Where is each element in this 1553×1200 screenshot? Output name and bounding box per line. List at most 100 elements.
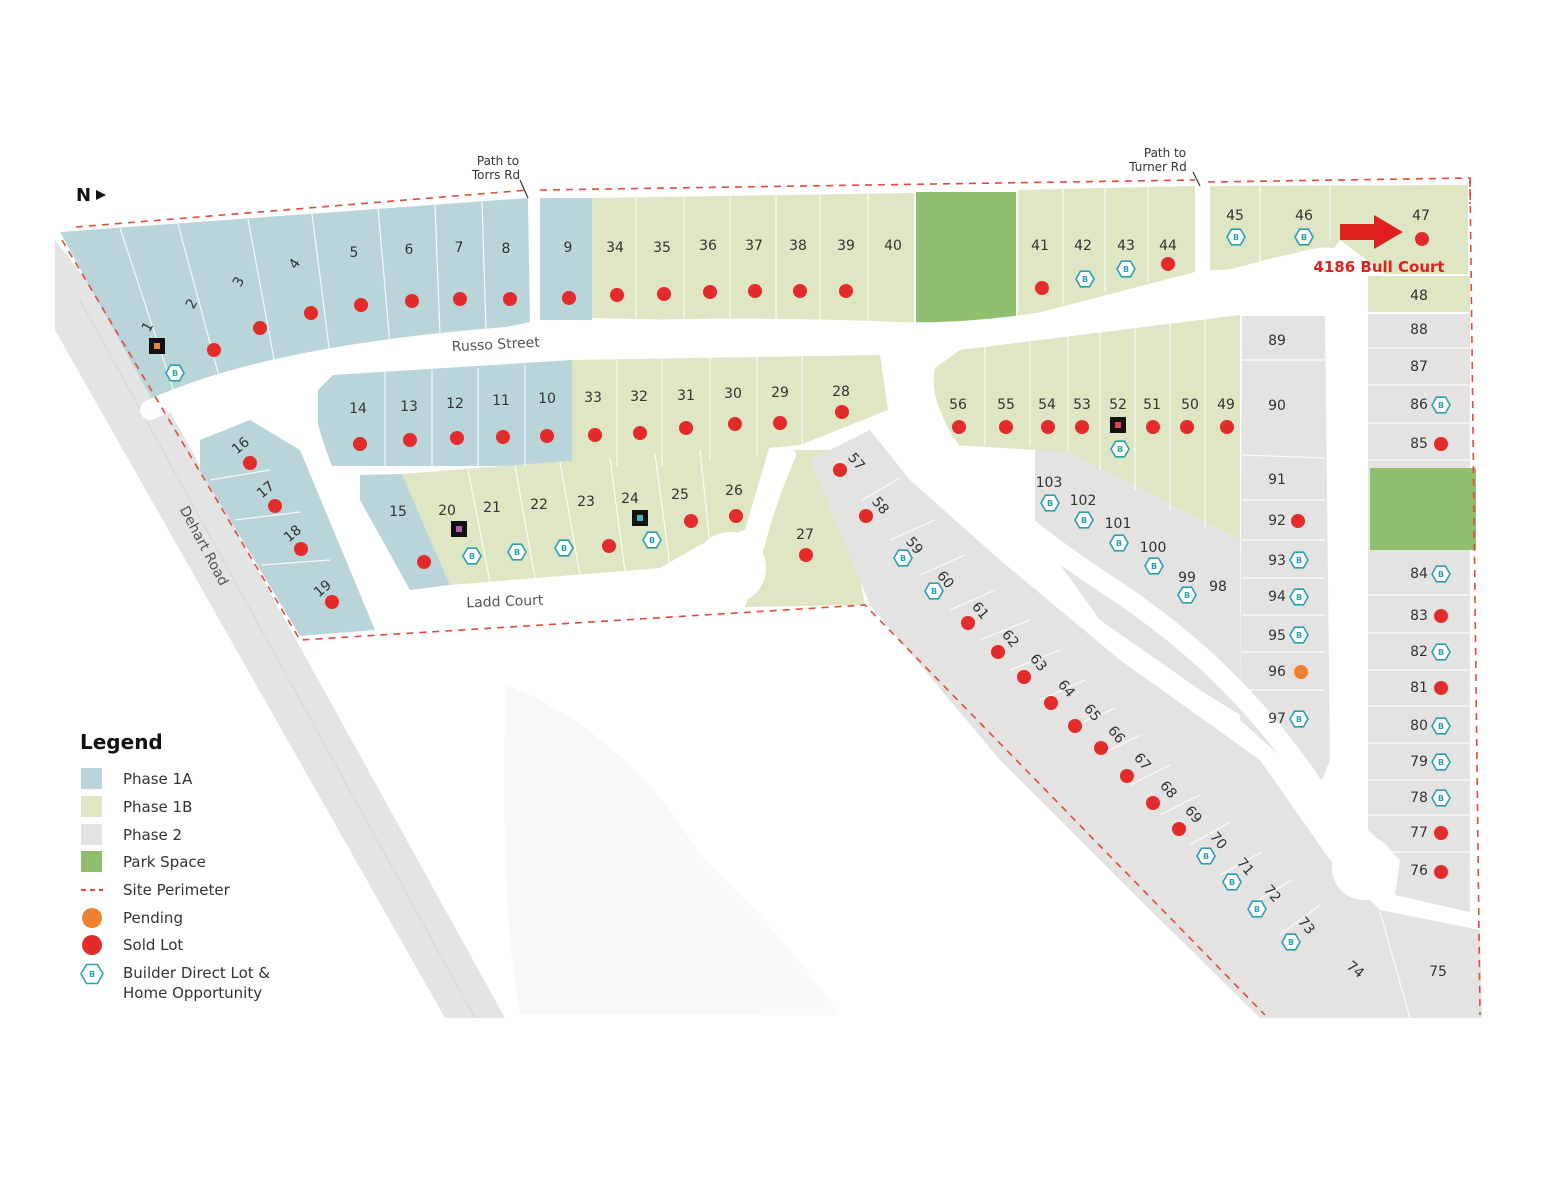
lot-83[interactable]: 83: [1410, 608, 1448, 624]
lot-27[interactable]: 27: [796, 527, 814, 562]
lot-44[interactable]: 44: [1159, 238, 1177, 271]
lot-81[interactable]: 81: [1410, 680, 1448, 696]
lot-50[interactable]: 50: [1180, 397, 1199, 434]
lot-77[interactable]: 77: [1410, 825, 1448, 841]
lot-54[interactable]: 54: [1038, 397, 1056, 434]
lot-90[interactable]: 90: [1268, 398, 1286, 414]
lot-21[interactable]: 21B: [483, 500, 527, 561]
lot-32[interactable]: 32: [630, 389, 648, 440]
lot-number: 23: [577, 494, 595, 510]
lot-6[interactable]: 6: [405, 242, 419, 308]
lot-43[interactable]: 43B: [1116, 238, 1136, 278]
lot-28[interactable]: 28: [832, 384, 850, 419]
lot-87[interactable]: 87: [1410, 359, 1428, 375]
lot-76[interactable]: 76: [1410, 863, 1448, 879]
lot-20[interactable]: 20B: [438, 503, 482, 565]
lot-51[interactable]: 51: [1143, 397, 1161, 434]
lot-75[interactable]: 75: [1429, 964, 1447, 980]
lot-85[interactable]: 85: [1410, 436, 1448, 452]
lot-14[interactable]: 14: [349, 401, 367, 451]
lot-15[interactable]: 15: [389, 504, 431, 569]
lot-41[interactable]: 41: [1031, 238, 1049, 295]
lot-33[interactable]: 33: [584, 390, 602, 442]
lot-40[interactable]: 40: [884, 238, 902, 254]
lot-25[interactable]: 25: [671, 487, 698, 528]
lot-45[interactable]: 45B: [1226, 208, 1246, 246]
lot-60[interactable]: 60B: [924, 568, 957, 600]
lot-56[interactable]: 56: [949, 397, 967, 434]
lot-9[interactable]: 9: [562, 240, 576, 305]
lot-8[interactable]: 8: [502, 241, 517, 306]
lot-number: 80: [1410, 718, 1428, 734]
sold-dot: [1146, 420, 1160, 434]
sold-dot: [417, 555, 431, 569]
lot-91[interactable]: 91: [1268, 472, 1286, 488]
lot-24[interactable]: 24B: [621, 491, 662, 549]
lot-29[interactable]: 29: [771, 385, 789, 430]
sold-dot: [657, 287, 671, 301]
lot-37[interactable]: 37: [745, 238, 763, 298]
lot-42[interactable]: 42B: [1074, 238, 1095, 288]
lot-89[interactable]: 89: [1268, 333, 1286, 349]
lot-number: 8: [502, 241, 511, 257]
sold-dot: [588, 428, 602, 442]
lot-36[interactable]: 36: [699, 238, 717, 299]
lot-23[interactable]: 23: [577, 494, 616, 553]
lot-53[interactable]: 53: [1073, 397, 1091, 434]
lot-26[interactable]: 26: [725, 483, 743, 523]
lot-31[interactable]: 31: [677, 388, 695, 435]
lot-98[interactable]: 98: [1209, 579, 1227, 595]
lot-12[interactable]: 12: [446, 396, 464, 445]
svg-text:B: B: [1123, 265, 1129, 274]
lot-38[interactable]: 38: [789, 238, 807, 298]
russo-street-label: Russo Street: [451, 335, 540, 356]
lot-59[interactable]: 59B: [893, 534, 926, 567]
lot-number: 101: [1105, 516, 1132, 532]
lot-47[interactable]: 47: [1412, 208, 1430, 246]
svg-text:B: B: [1047, 499, 1053, 508]
lot-96[interactable]: 96: [1268, 664, 1308, 680]
lot-10[interactable]: 10: [538, 391, 556, 443]
lot-number: 33: [584, 390, 602, 406]
lot-52[interactable]: 52B: [1109, 397, 1130, 458]
lot-99[interactable]: 99B: [1177, 570, 1197, 604]
lot-88[interactable]: 88: [1410, 322, 1428, 338]
lot-48[interactable]: 48: [1410, 288, 1428, 304]
builder-direct-icon: B: [554, 539, 574, 557]
sold-dot: [793, 284, 807, 298]
lot-13[interactable]: 13: [400, 399, 418, 447]
lot-46[interactable]: 46B: [1294, 208, 1314, 246]
lot-39[interactable]: 39: [837, 238, 855, 298]
lot-49[interactable]: 49: [1217, 397, 1235, 434]
builder-direct-icon: B: [924, 582, 944, 600]
lot-35[interactable]: 35: [653, 240, 671, 301]
lot-5[interactable]: 5: [350, 245, 368, 312]
lot-92[interactable]: 92: [1268, 513, 1305, 529]
lot-number: 90: [1268, 398, 1286, 414]
lot-55[interactable]: 55: [997, 397, 1015, 434]
legend-label: Pending: [123, 909, 183, 927]
lot-34[interactable]: 34: [606, 240, 624, 302]
lot-7[interactable]: 7: [453, 240, 467, 306]
lot-30[interactable]: 30: [724, 386, 742, 431]
lot-number: 24: [621, 491, 639, 507]
lot-22[interactable]: 22B: [530, 497, 574, 557]
lot-11[interactable]: 11: [492, 393, 510, 444]
path-torrs-line1: Path to: [477, 154, 519, 168]
legend-item-5: Pending: [82, 908, 183, 928]
